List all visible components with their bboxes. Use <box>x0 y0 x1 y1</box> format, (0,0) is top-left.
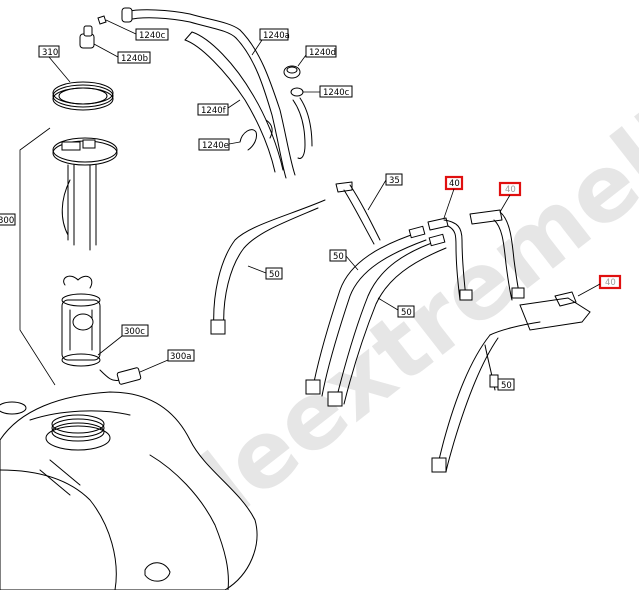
callout-40-a: 40 <box>449 179 460 189</box>
callout-1240a-box <box>259 28 289 41</box>
cap-1240d <box>283 65 301 79</box>
vent-hose <box>124 9 241 31</box>
callout-1240d-box <box>305 45 337 58</box>
callout-1240b: 1240b <box>121 54 148 64</box>
hose-fitting-1240b <box>79 25 95 49</box>
callout-300-box <box>0 213 16 226</box>
callout-300c-box <box>121 324 149 337</box>
callout-1240e: 1240e <box>202 141 229 151</box>
callout-50-mid-b: 50 <box>401 308 412 318</box>
callout-50-right: 50 <box>501 381 512 391</box>
group-bracket-300 <box>19 127 56 386</box>
callout-50-left: 50 <box>269 270 280 280</box>
fuel-pump-top <box>52 137 118 251</box>
fuel-pump-module <box>61 275 101 367</box>
callout-35-box <box>385 173 403 186</box>
bracket-1240e <box>239 119 273 151</box>
strap-35 <box>335 181 381 245</box>
callout-1240d: 1240d <box>309 48 336 58</box>
callout-300: 300 <box>0 216 14 226</box>
clamp-1240c-right <box>290 87 313 159</box>
callout-1240f: 1240f <box>201 106 227 116</box>
strap-40-b <box>469 209 525 301</box>
callout-50-left-box <box>265 267 283 280</box>
callout-1240c-right: 1240c <box>323 88 350 98</box>
callout-50-mid-b-box <box>397 305 415 318</box>
callout-1240c-top-box <box>135 28 169 41</box>
seal-ring-310 <box>52 81 114 111</box>
callout-40-b: 40 <box>505 185 516 195</box>
filler-neck-hose <box>184 39 276 173</box>
callout-1240e-box <box>198 138 230 151</box>
callout-300a: 300a <box>170 352 191 362</box>
strap-50-mid-a <box>305 225 427 397</box>
strap-50-right <box>431 291 591 473</box>
clamp-1240c-top <box>97 15 107 25</box>
sensor-300a <box>99 367 142 385</box>
callout-1240b-box <box>117 51 151 64</box>
fuel-tank <box>0 391 258 590</box>
strap-40-a <box>427 217 473 301</box>
strap-50-mid-b <box>327 233 447 407</box>
callout-300c: 300c <box>124 327 145 337</box>
callout-310: 310 <box>42 48 58 58</box>
callout-1240f-box <box>197 103 229 116</box>
callout-1240a: 1240a <box>263 31 290 41</box>
strap-50-left <box>210 199 326 335</box>
callout-50-right-box <box>497 378 515 391</box>
callout-1240c-right-box <box>319 85 353 98</box>
callout-35: 35 <box>389 176 400 186</box>
callout-40-c-box <box>598 274 622 290</box>
callout-300a-box <box>167 349 195 362</box>
callout-1240c-top: 1240c <box>139 31 166 41</box>
callout-40-c: 40 <box>605 278 616 288</box>
callout-50-mid-a-box <box>329 249 347 262</box>
callout-50-mid-a: 50 <box>333 252 344 262</box>
